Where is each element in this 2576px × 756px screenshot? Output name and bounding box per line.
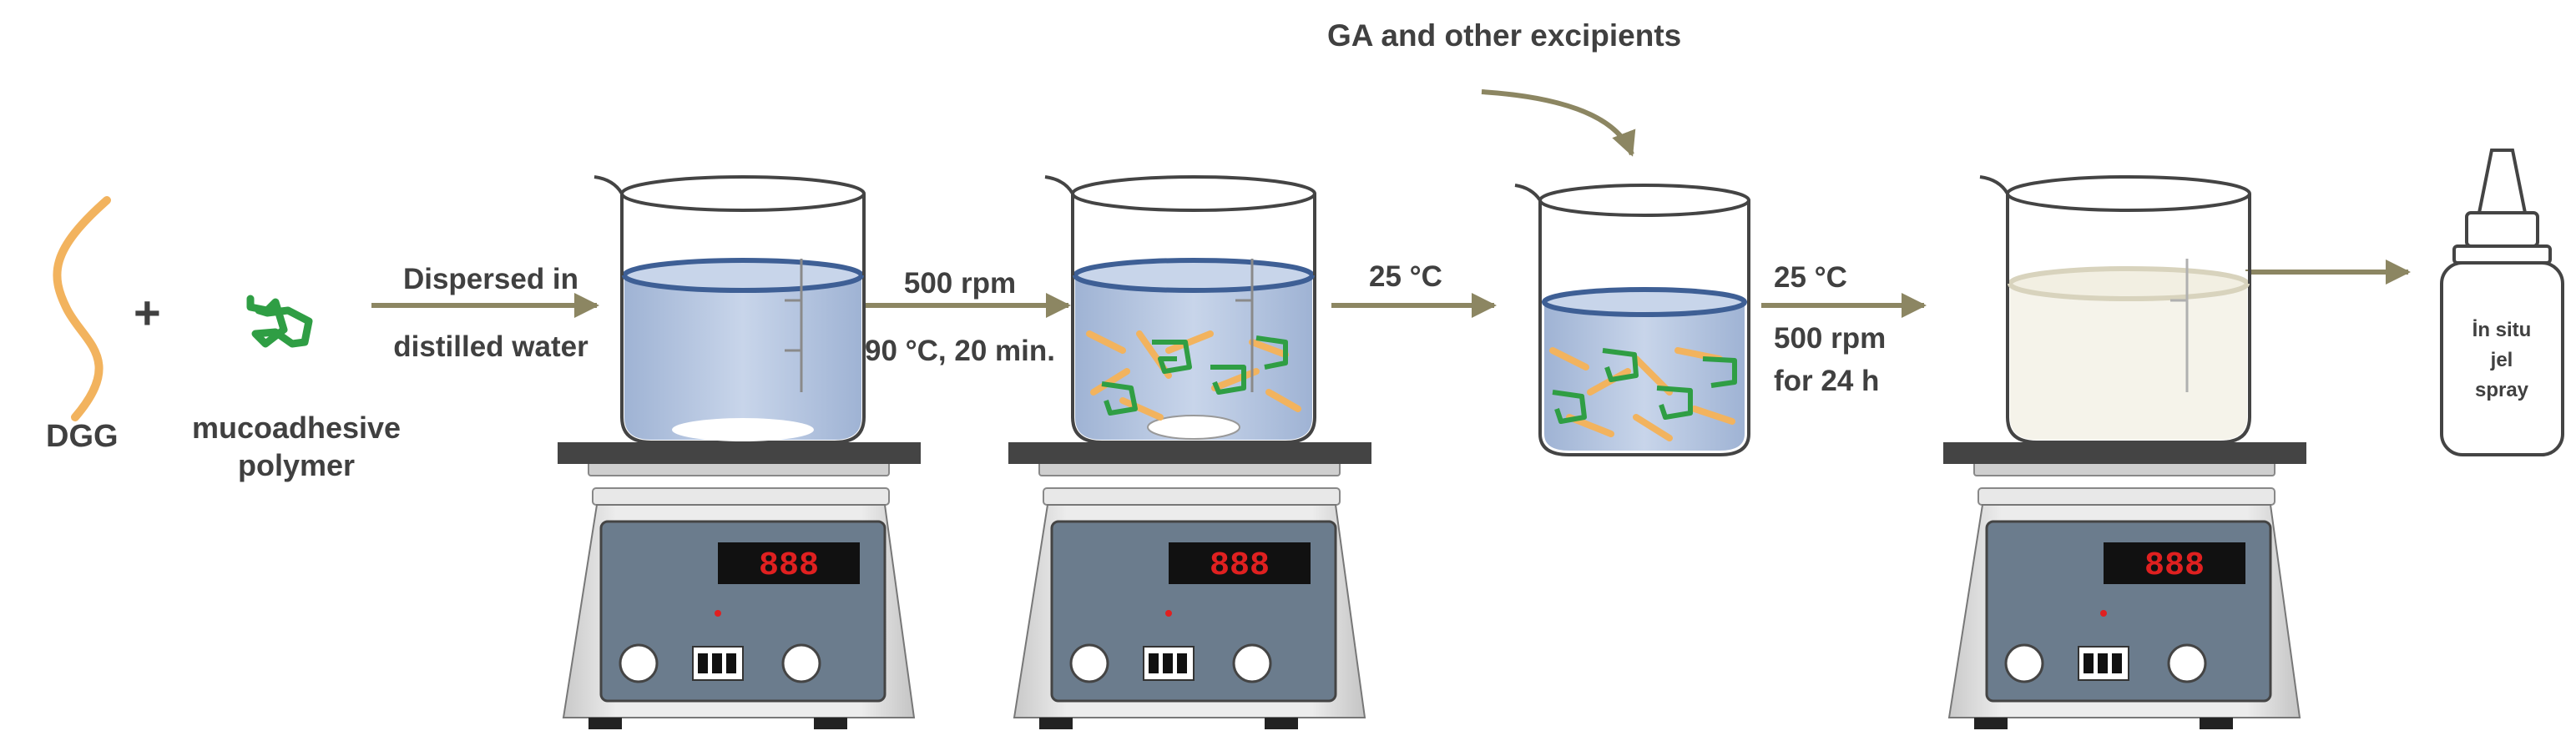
mucoadhesive-polymer-label: mucoadhesive polymer [163,409,430,484]
svg-text:888: 888 [2144,547,2205,585]
svg-text:888: 888 [759,547,819,585]
step1-line1: Dispersed in [402,263,579,295]
plus-sign: + [134,286,161,339]
beaker-2-mixture [1044,175,1316,444]
spray-line1: İn situ [2472,319,2532,341]
excipients-label: GA and other excipients [1327,18,1682,53]
beaker-3-excipients [1514,184,1750,456]
step2-line1: 500 rpm [903,267,1017,300]
dgg-label: DGG [46,419,119,454]
spray-label: İn situ jel spray [2452,315,2552,406]
step2-line2: 90 °C, 20 min. [865,334,1055,367]
magnetic-stirrer-3: 888 [1943,442,2306,729]
step4-label: 25 °C 500 rpm for 24 h [1774,257,1886,402]
dgg-fiber-icon [53,196,111,421]
nasal-spray-bottle-icon [2440,149,2564,456]
step4-line2: 500 rpm [1774,321,1887,355]
beaker-1-water [593,175,866,444]
spray-line2: jel [2490,349,2513,371]
mucoadhesive-polymer-icon [246,295,313,348]
step1-label: Dispersed in distilled water [366,246,616,381]
step4-line3: for 24 h [1774,364,1880,397]
spray-line3: spray [2474,379,2529,401]
step4-line1: 25 °C [1774,261,1847,294]
beaker-4-gel [1979,175,2251,444]
step1-line2: distilled water [393,330,588,363]
magnetic-stirrer-2: 888 [1008,442,1371,729]
arrow-excipients [1481,89,1636,157]
svg-text:888: 888 [1210,547,1270,585]
step2-label: 500 rpm 90 °C, 20 min. [835,250,1085,385]
mucoadhesive-line1: mucoadhesive [191,411,402,445]
mucoadhesive-line2: polymer [237,448,356,482]
magnetic-stirrer-1: 888 [558,442,921,729]
step3-label: 25 °C [1369,260,1442,293]
